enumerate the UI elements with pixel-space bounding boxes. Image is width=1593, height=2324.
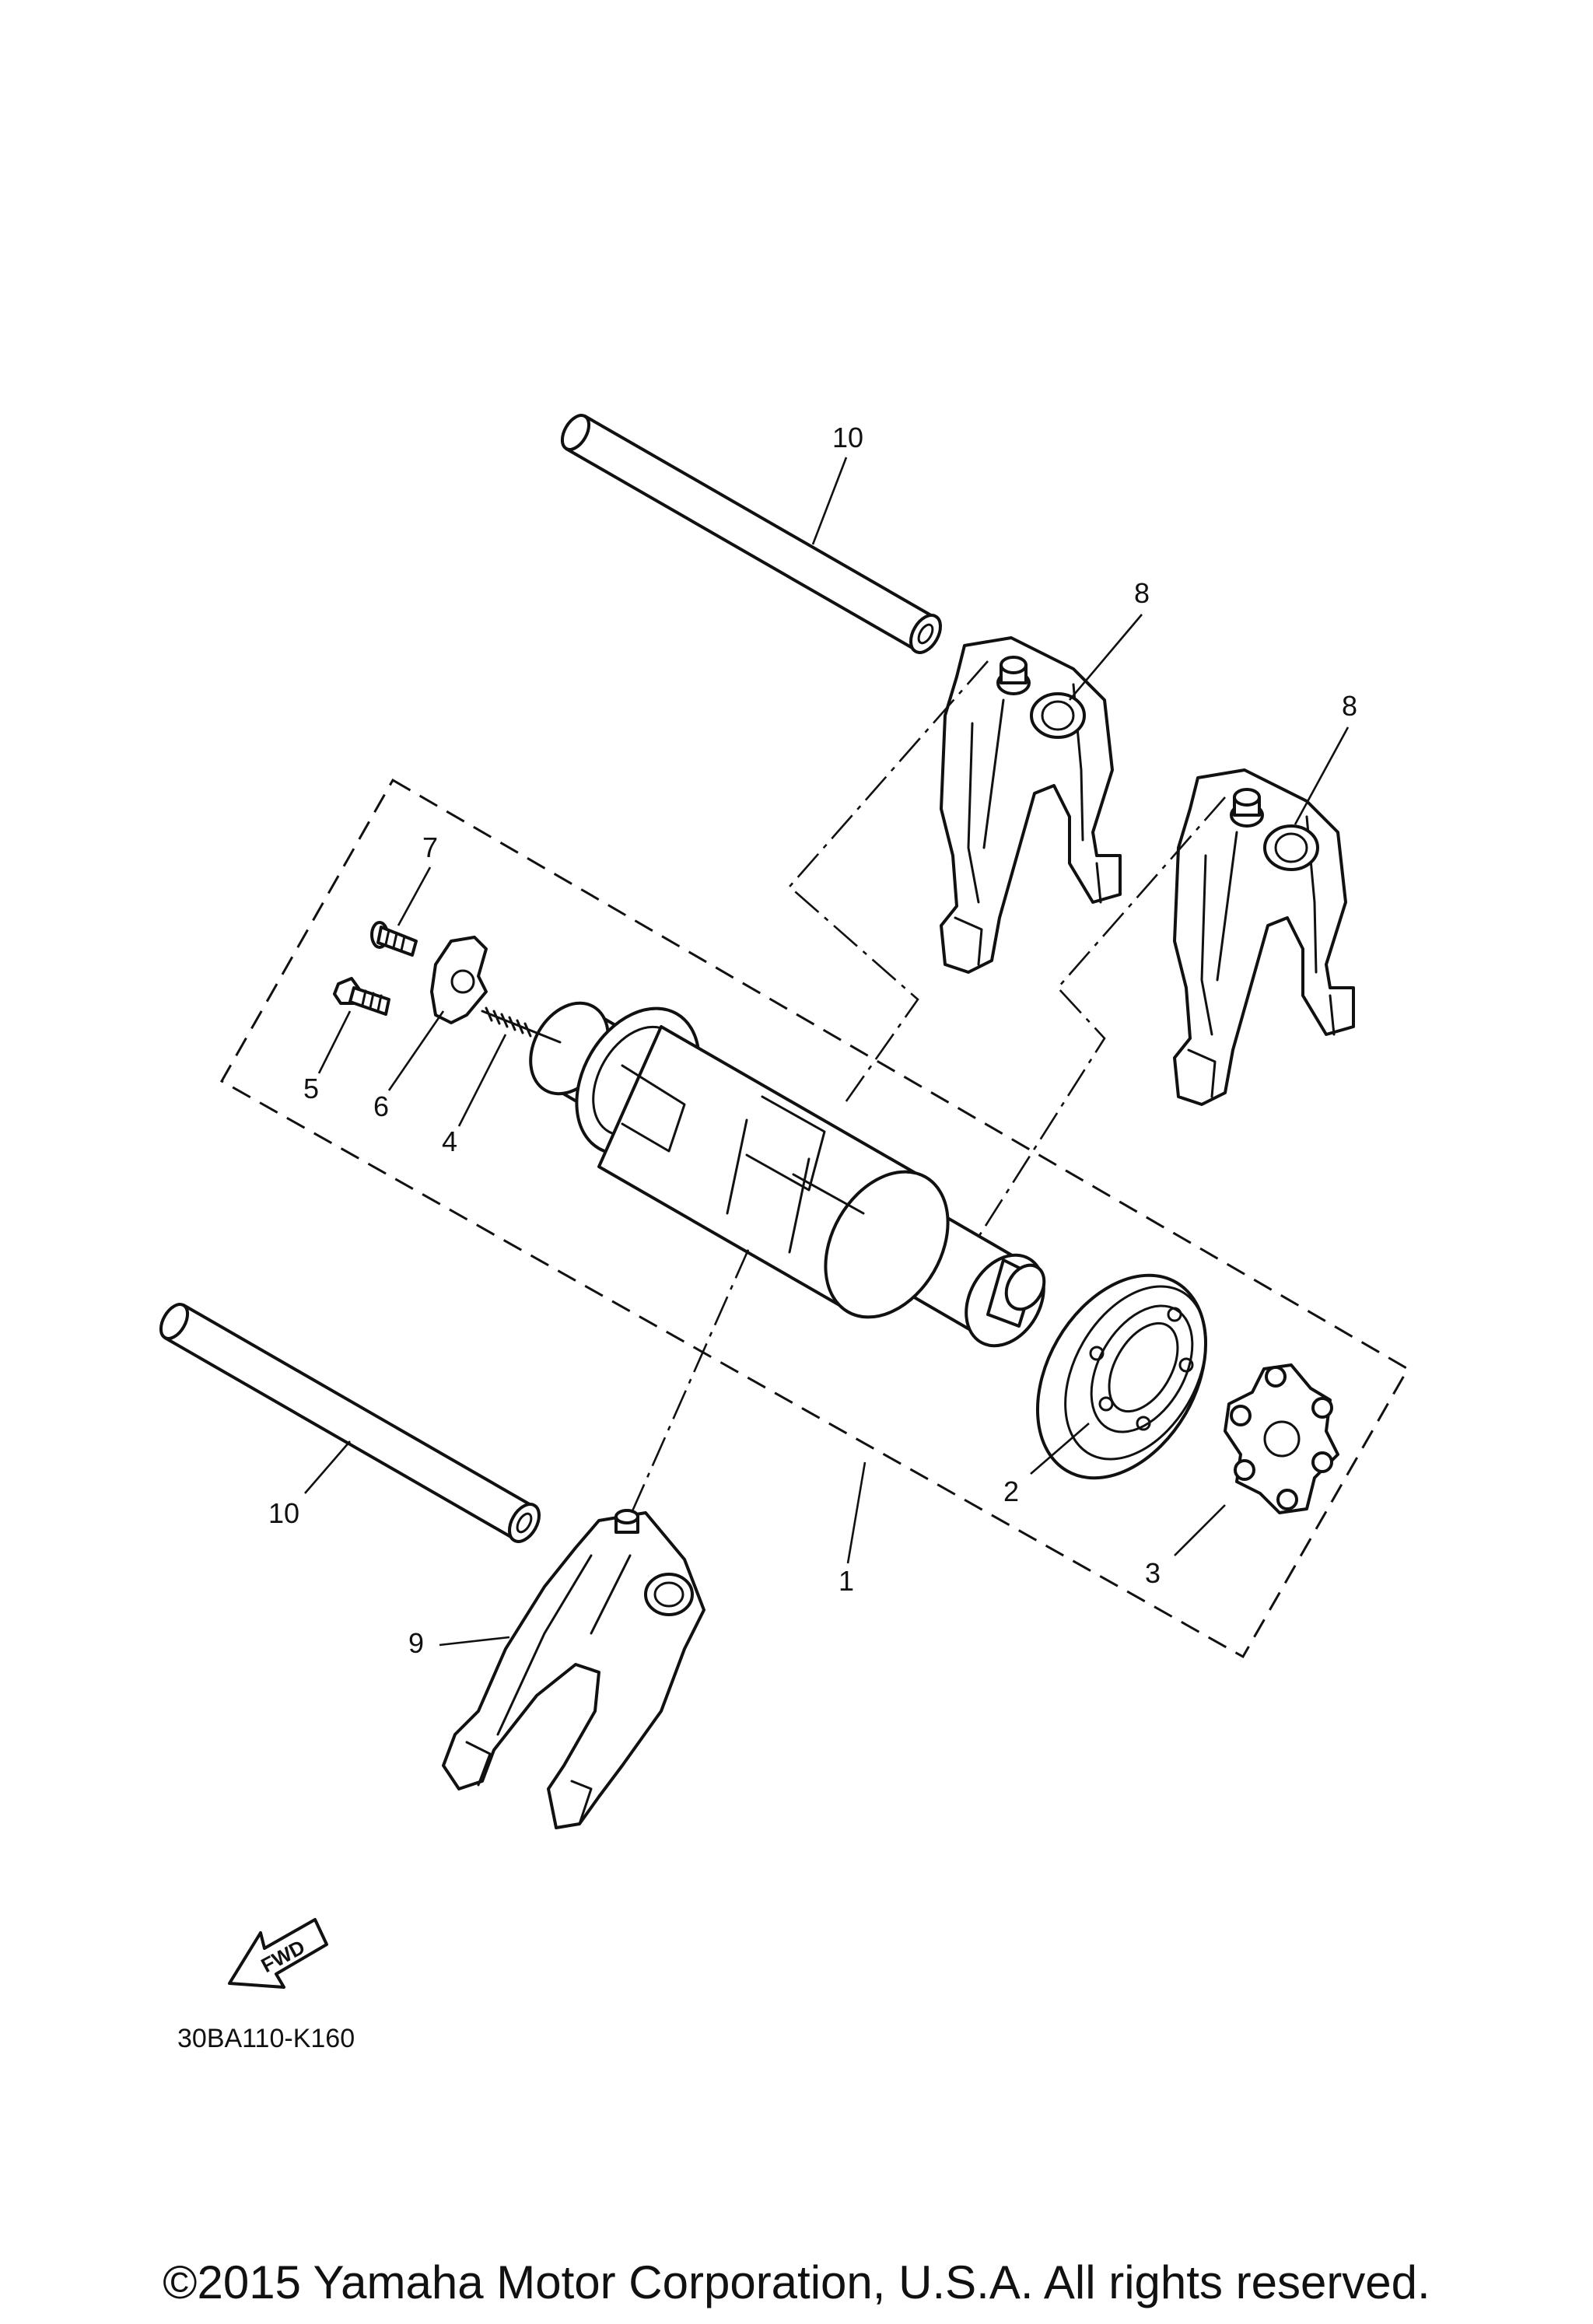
- shift-fork-upper-2: [1173, 768, 1355, 1106]
- leader-10-upper: [811, 457, 848, 545]
- callout-3: 3: [1145, 1557, 1161, 1589]
- chain-line-fork-9: [630, 1244, 752, 1514]
- callout-8-b: 8: [1342, 690, 1357, 722]
- leader-2: [1030, 1423, 1090, 1475]
- bearing: [1035, 1273, 1208, 1480]
- segment: [1224, 1363, 1339, 1514]
- spring: [481, 1006, 562, 1044]
- assembly-boundary: [219, 778, 1410, 1659]
- callout-4: 4: [442, 1125, 457, 1157]
- stopper-plate: [430, 936, 488, 1024]
- diagram-code: 30BA110-K160: [177, 2024, 355, 2053]
- callout-9: 9: [408, 1627, 424, 1659]
- shift-fork-upper-1: [940, 636, 1122, 974]
- callout-1: 1: [839, 1565, 854, 1597]
- leader-5: [317, 1010, 352, 1074]
- bolt: [333, 977, 390, 1016]
- callout-10-lower: 10: [268, 1497, 299, 1529]
- chain-line-fork-1: [788, 660, 989, 1105]
- callout-8-a: 8: [1134, 577, 1150, 609]
- leader-3: [1174, 1504, 1226, 1556]
- guide-bar-lower: [159, 1303, 541, 1543]
- leader-9: [439, 1636, 510, 1647]
- shift-fork-lower: [442, 1509, 705, 1829]
- leader-8-a: [1069, 614, 1143, 701]
- leader-8-b: [1294, 726, 1350, 825]
- screw: [370, 921, 418, 957]
- leader-7: [397, 866, 432, 926]
- forward-arrow-icon: FWD: [228, 1918, 328, 1989]
- shift-drum: [529, 1001, 1046, 1348]
- callout-7: 7: [422, 831, 438, 863]
- chain-line-fork-2: [975, 796, 1226, 1241]
- copyright-notice: ©2015 Yamaha Motor Corporation, U.S.A. A…: [163, 2256, 1430, 2308]
- callout-5: 5: [303, 1073, 319, 1104]
- callout-10-upper: 10: [832, 422, 863, 453]
- leader-4: [457, 1034, 507, 1127]
- leader-6: [387, 1010, 445, 1091]
- guide-bar-upper: [560, 414, 942, 654]
- callout-6: 6: [373, 1090, 389, 1122]
- leader-10-lower: [304, 1440, 351, 1494]
- callout-2: 2: [1003, 1475, 1019, 1507]
- leader-1: [846, 1461, 867, 1564]
